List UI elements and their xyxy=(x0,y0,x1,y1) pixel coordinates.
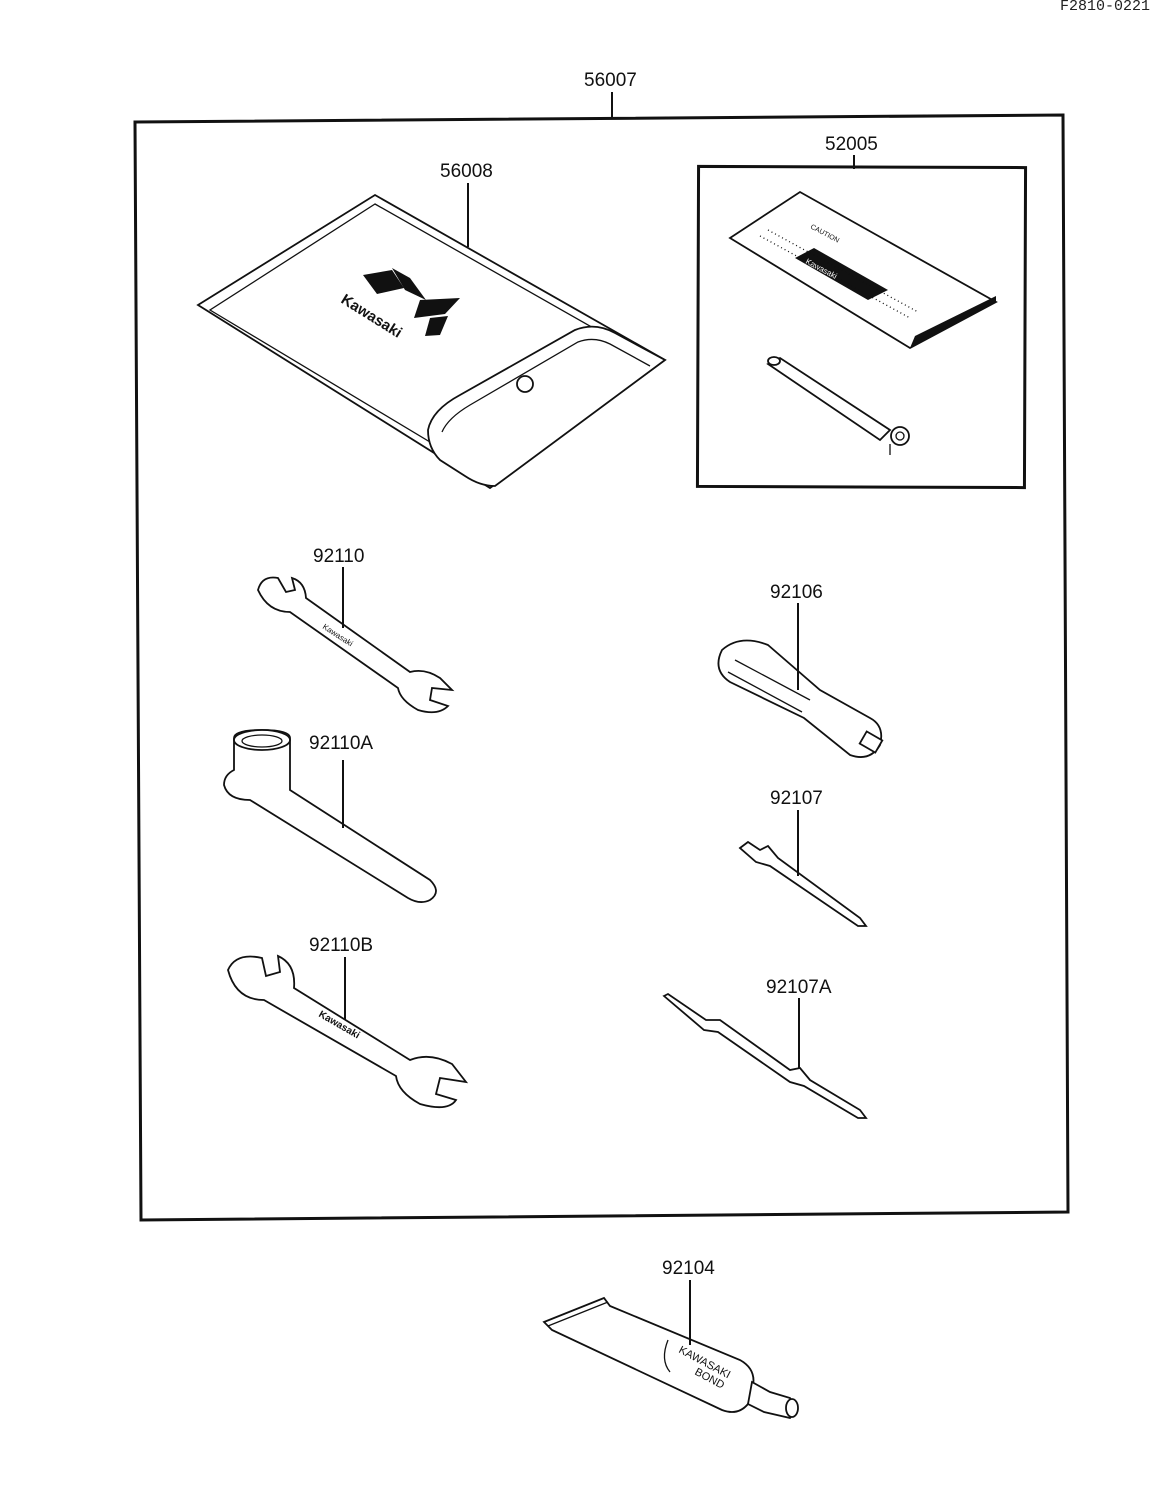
caution-card-illustration: CAUTION Kawasaki xyxy=(728,190,998,350)
caution-kit-box xyxy=(695,164,1028,490)
label-56007: 56007 xyxy=(584,70,637,91)
grease-tube-illustration xyxy=(766,356,910,455)
screwdriver-long-illustration xyxy=(662,992,868,1119)
wrench-small-illustration: Kawasaki xyxy=(257,576,455,714)
wrench-plug-illustration xyxy=(223,729,437,903)
label-92110A: 92110A xyxy=(309,733,374,754)
kit-box xyxy=(133,113,1070,1222)
wrench-large-illustration: Kawasaki xyxy=(227,954,469,1109)
label-92107: 92107 xyxy=(770,788,823,809)
screwdriver-handle-illustration xyxy=(717,639,884,758)
label-56008: 56008 xyxy=(440,161,493,182)
label-92107A: 92107A xyxy=(766,977,832,998)
screwdriver-bit-illustration xyxy=(738,840,868,927)
bond-tube-illustration: KAWASAKI BOND xyxy=(542,1296,799,1419)
label-92104: 92104 xyxy=(662,1258,715,1279)
label-92110: 92110 xyxy=(313,546,365,567)
label-92106: 92106 xyxy=(770,582,823,603)
label-52005: 52005 xyxy=(825,134,878,155)
drawing-code: F2810-0221 xyxy=(1060,0,1151,15)
pouch-illustration: Kawasaki xyxy=(196,193,667,490)
label-92110B: 92110B xyxy=(309,935,374,956)
